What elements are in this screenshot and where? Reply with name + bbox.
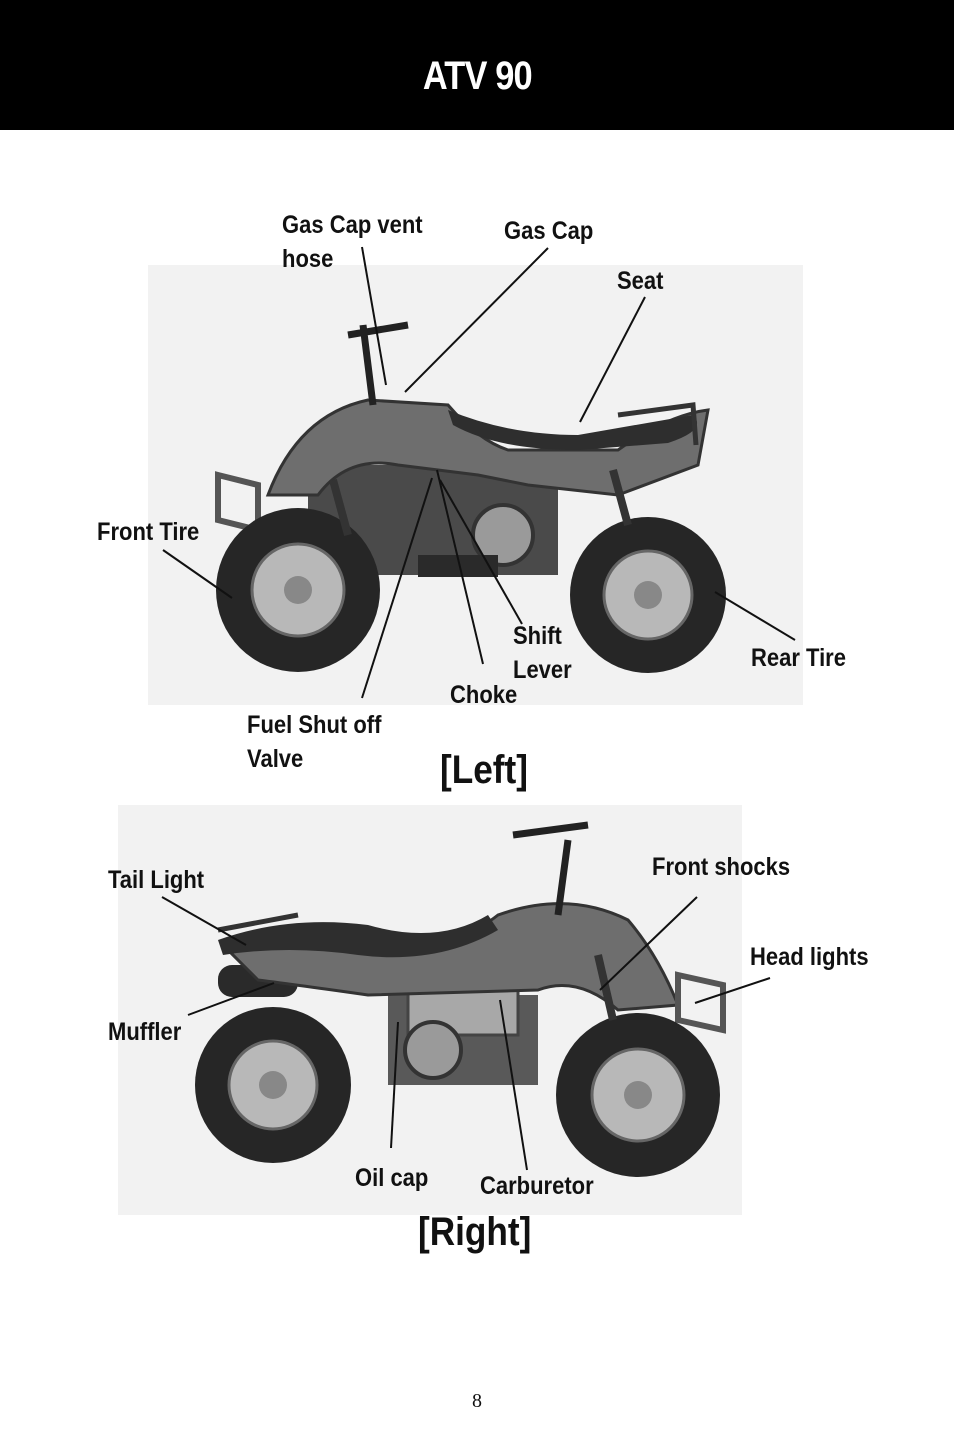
left-view-caption: [Left] xyxy=(440,748,528,792)
label-gas-cap: Gas Cap xyxy=(504,217,594,245)
label-carburetor: Carburetor xyxy=(480,1172,594,1200)
label-rear-tire: Rear Tire xyxy=(751,644,846,672)
label-shift-lever: Shift Lever xyxy=(513,622,572,684)
label-gas-cap-vent-hose: Gas Cap vent hose xyxy=(282,211,423,273)
atv-left-side-photo xyxy=(148,265,803,705)
page-header: ATV 90 xyxy=(0,0,954,130)
label-front-tire: Front Tire xyxy=(97,518,200,546)
label-tail-light: Tail Light xyxy=(108,866,205,894)
label-choke: Choke xyxy=(450,681,518,709)
page-title: ATV 90 xyxy=(422,53,533,98)
label-head-lights: Head lights xyxy=(750,943,869,971)
page-number: 8 xyxy=(472,1390,482,1412)
label-front-shocks: Front shocks xyxy=(652,853,791,881)
label-fuel-shut-off-valve: Fuel Shut off Valve xyxy=(247,711,382,773)
right-view-caption: [Right] xyxy=(418,1210,532,1254)
atv-right-side-photo xyxy=(118,805,742,1215)
label-oil-cap: Oil cap xyxy=(355,1164,429,1192)
label-seat: Seat xyxy=(617,267,664,295)
label-muffler: Muffler xyxy=(108,1018,182,1046)
